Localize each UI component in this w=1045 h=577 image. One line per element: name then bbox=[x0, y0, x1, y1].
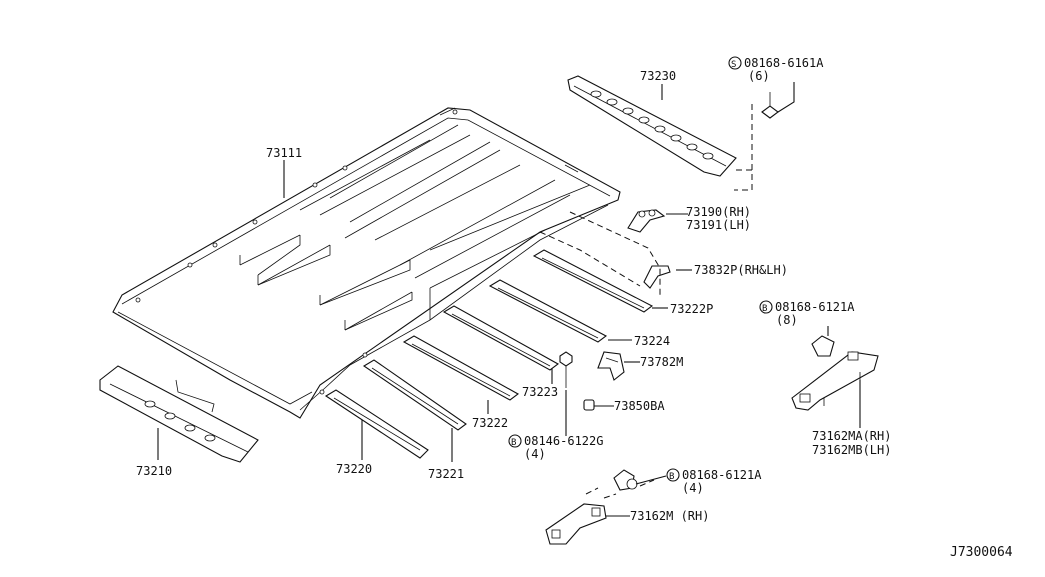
label-73210: 73210 bbox=[136, 464, 172, 478]
fastener-4-prefix: B bbox=[669, 472, 674, 482]
fastener-1-prefix: S bbox=[731, 60, 736, 70]
fastener-3-qty: (4) bbox=[524, 447, 546, 461]
label-73223: 73223 bbox=[522, 385, 558, 399]
label-73782m: 73782M bbox=[640, 355, 683, 369]
fastener-labels: S 08168-6161A (6) B 08168-6121A (8) B 08… bbox=[511, 56, 855, 495]
part-labels: 73111 73230 73190(RH) 73191(LH) 73832P(R… bbox=[136, 69, 891, 523]
fastener-4-qty: (4) bbox=[682, 481, 704, 495]
rear-rail-drawing bbox=[99, 365, 259, 463]
front-rail-drawing bbox=[567, 75, 737, 177]
hardware-drawing bbox=[545, 92, 879, 545]
fastener-2-code: 08168-6121A bbox=[775, 300, 855, 314]
label-73220: 73220 bbox=[336, 462, 372, 476]
fastener-1-qty: (6) bbox=[748, 69, 770, 83]
label-73111: 73111 bbox=[266, 146, 302, 160]
label-73162m: 73162M (RH) bbox=[630, 509, 709, 523]
phantom-lines bbox=[539, 104, 753, 499]
diagram-code: J7300064 bbox=[950, 545, 1013, 560]
label-73230: 73230 bbox=[640, 69, 676, 83]
fastener-2-prefix: B bbox=[762, 304, 767, 314]
label-73191-lh: 73191(LH) bbox=[686, 218, 751, 232]
fastener-prefix-circles bbox=[508, 56, 773, 482]
label-73221: 73221 bbox=[428, 467, 464, 481]
fastener-1-code: 08168-6161A bbox=[744, 56, 824, 70]
roof-bows-drawing bbox=[324, 249, 654, 459]
label-73162mb: 73162MB(LH) bbox=[812, 443, 891, 457]
label-73222: 73222 bbox=[472, 416, 508, 430]
label-73190-rh: 73190(RH) bbox=[686, 205, 751, 219]
label-73222p: 73222P bbox=[670, 302, 713, 316]
label-73224: 73224 bbox=[634, 334, 670, 348]
label-73162ma: 73162MA(RH) bbox=[812, 429, 891, 443]
fastener-3-prefix: B bbox=[511, 438, 516, 448]
fastener-2-qty: (8) bbox=[776, 313, 798, 327]
label-73850ba: 73850BA bbox=[614, 399, 665, 413]
leader-lines bbox=[157, 82, 861, 517]
fastener-3-code: 08146-6122G bbox=[524, 434, 603, 448]
fastener-4-code: 08168-6121A bbox=[682, 468, 762, 482]
roof-panel-drawing bbox=[112, 107, 621, 419]
label-73832p: 73832P(RH&LH) bbox=[694, 263, 788, 277]
